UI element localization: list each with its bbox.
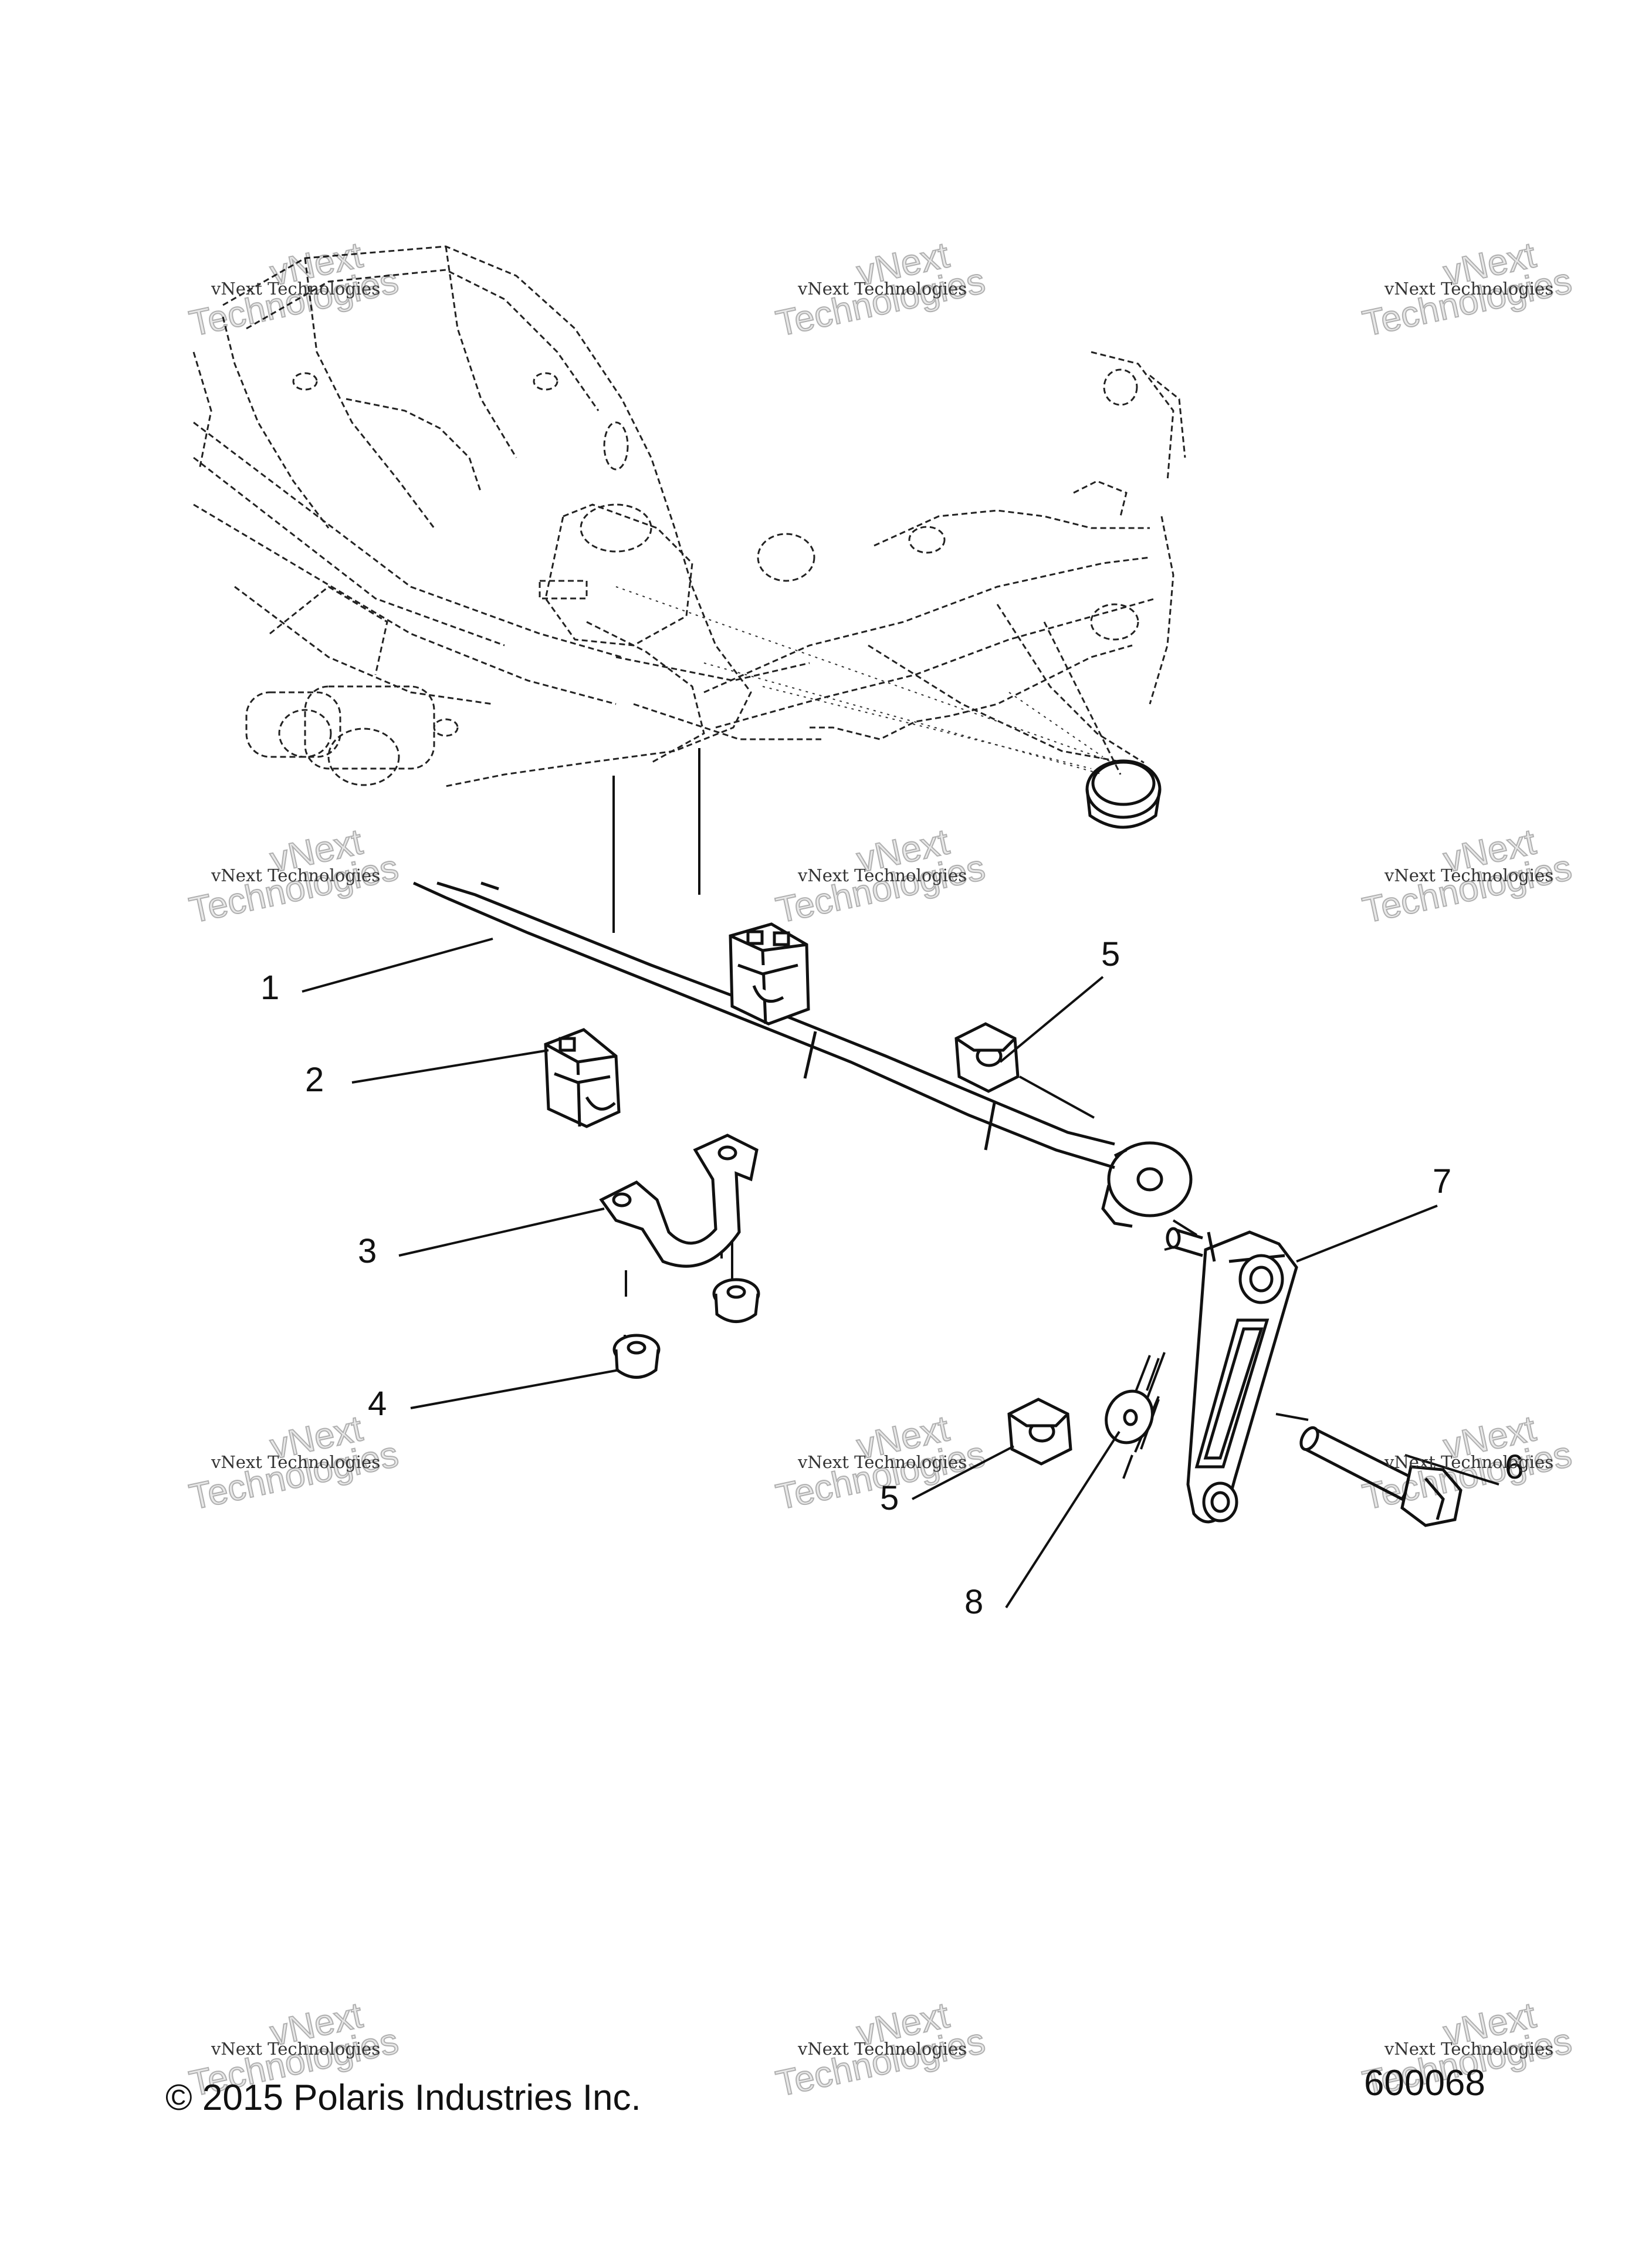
watermark: vNext Technologies vNext Technologies: [1359, 234, 1576, 345]
callout-5-lower: 5: [880, 1479, 899, 1517]
watermark: vNext Technologies vNext Technologies: [185, 1994, 402, 2105]
callout-6: 6: [1505, 1448, 1524, 1486]
nut-lower: [1009, 1399, 1071, 1464]
bushing-lower: [546, 1030, 619, 1126]
washer: [1098, 1383, 1161, 1450]
leader-lines: [302, 939, 1499, 1608]
bolt: [1298, 1425, 1461, 1525]
flange-nut-right: [714, 1280, 759, 1322]
nut-upper: [956, 1024, 1018, 1091]
callout-8: 8: [964, 1583, 984, 1621]
flange-nut-left: [614, 1335, 659, 1378]
watermark: vNext Technologies vNext Technologies: [185, 1408, 402, 1518]
watermark: vNext Technologies vNext Technologies: [772, 1408, 989, 1518]
callout-5-upper: 5: [1101, 935, 1120, 973]
bushing-upper: [730, 924, 808, 1024]
copyright-notice: © 2015 Polaris Industries Inc.: [165, 2078, 641, 2118]
callout-7: 7: [1433, 1162, 1452, 1200]
figure-number: 600068: [1364, 2063, 1485, 2103]
watermark: vNext Technologies vNext Technologies: [772, 1994, 989, 2105]
callout-2: 2: [305, 1061, 324, 1099]
watermark: vNext Technologies vNext Technologies: [772, 821, 989, 932]
end-link: [1167, 1229, 1296, 1522]
frame-construction-lines: [616, 587, 1115, 774]
mounting-axis-lines: [614, 748, 732, 1367]
watermark: vNext Technologies vNext Technologies: [185, 821, 402, 932]
watermark: vNext Technologies vNext Technologies: [772, 234, 989, 345]
callout-3: 3: [358, 1232, 377, 1270]
watermark: vNext Technologies vNext Technologies: [1359, 1408, 1576, 1518]
mounting-bracket: [601, 1135, 757, 1266]
watermark: vNext Technologies vNext Technologies: [1359, 821, 1576, 932]
callout-4: 4: [368, 1385, 387, 1423]
stabilizer-bar: [414, 883, 1191, 1226]
callout-1: 1: [260, 969, 280, 1007]
vehicle-frame-reference: [194, 246, 1185, 786]
watermark: vNext Technologies vNext Technologies: [185, 234, 402, 345]
ball-joint-reference: [1087, 761, 1160, 827]
watermark: vNext Technologies vNext Technologies: [1359, 1994, 1576, 2105]
